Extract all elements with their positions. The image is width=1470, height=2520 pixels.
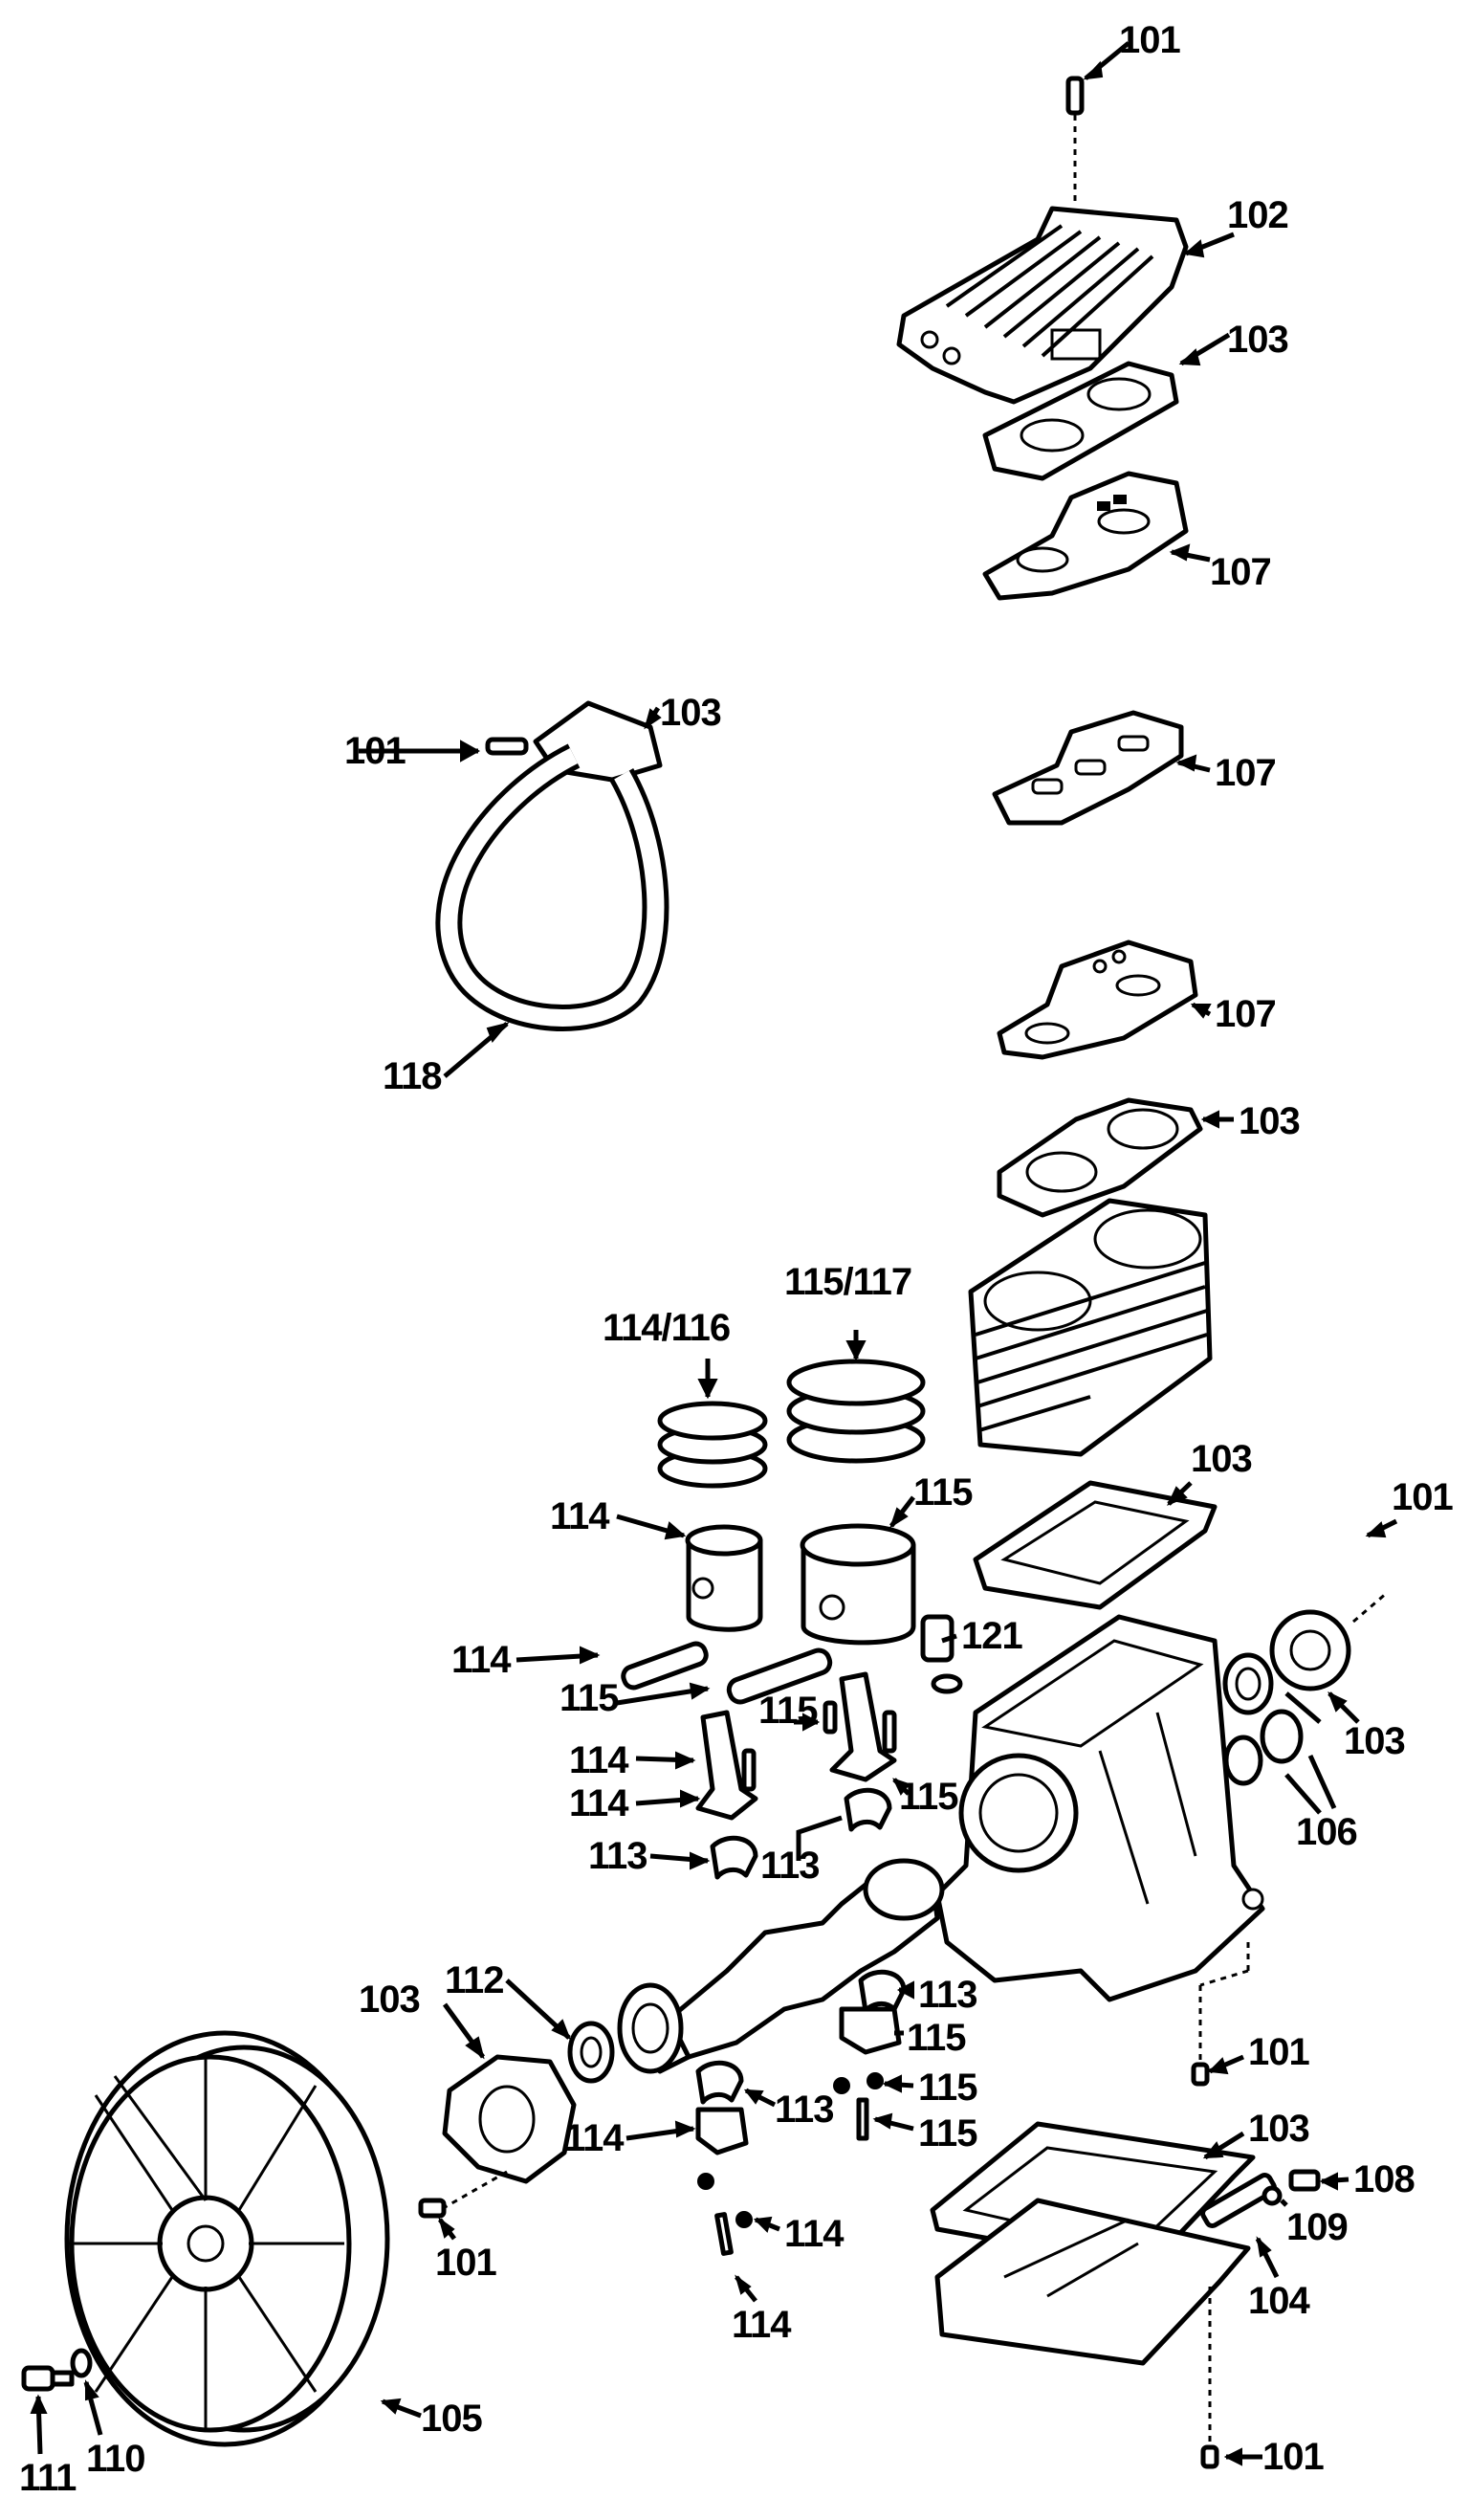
callout-103: 103 <box>1248 2108 1310 2150</box>
callout-114-116: 114/116 <box>603 1307 731 1349</box>
callout-115: 115 <box>918 2067 978 2109</box>
bottom-plate <box>934 2198 1251 2444</box>
callout-114: 114 <box>732 2304 792 2346</box>
leader-lines <box>30 41 1398 2466</box>
callout-108: 108 <box>1353 2158 1415 2200</box>
callout-118: 118 <box>383 1055 443 1097</box>
callout-105: 105 <box>421 2398 483 2440</box>
callout-102: 102 <box>1227 194 1289 236</box>
gasket-103-cylinder-base <box>973 1480 1218 1610</box>
seals-106 <box>1223 1709 1304 1786</box>
wrist-pin-115 <box>726 1647 833 1705</box>
valve-plate-107-b <box>992 710 1184 826</box>
callout-114: 114 <box>564 2117 625 2159</box>
connecting-rod-114 <box>695 1710 758 1821</box>
callout-101: 101 <box>1262 2436 1325 2478</box>
bearing-cover-103-right <box>1269 1591 1388 1691</box>
drain-valve-104 <box>1200 2173 1277 2228</box>
screw-101-crankcase <box>1191 1942 1250 2087</box>
callout-101: 101 <box>1248 2031 1310 2073</box>
wrist-pin-114 <box>621 1641 709 1691</box>
callout-113: 113 <box>588 1835 648 1877</box>
bearing-shell-113-b <box>844 1787 892 1832</box>
callout-101: 101 <box>435 2242 497 2284</box>
callout-112: 112 <box>445 1959 505 2001</box>
callout-110: 110 <box>86 2438 146 2480</box>
valve-plate-107-c <box>997 939 1198 1060</box>
callout-115: 115 <box>918 2112 978 2155</box>
callout-114: 114 <box>784 2213 845 2255</box>
callout-114: 114 <box>569 1782 629 1824</box>
callout-107: 107 <box>1215 752 1277 794</box>
piston-115 <box>800 1523 916 1646</box>
callout-109: 109 <box>1286 2206 1349 2248</box>
washer-110 <box>70 2348 93 2378</box>
callout-107: 107 <box>1215 993 1277 1035</box>
callout-113: 113 <box>760 1845 821 1887</box>
callout-101: 101 <box>1392 1476 1454 1518</box>
callout-103: 103 <box>1239 1100 1301 1142</box>
piston-114 <box>685 1524 763 1632</box>
flywheel-105 <box>64 2030 390 2447</box>
callout-107: 107 <box>1210 551 1272 593</box>
bearing-shell-113-a <box>710 1835 758 1880</box>
callout-111: 111 <box>19 2457 77 2499</box>
callout-121: 121 <box>961 1615 1023 1657</box>
callout-115: 115 <box>913 1471 974 1514</box>
bearing-shell-113-c <box>858 1969 907 2014</box>
screw-101-top <box>1065 76 1085 206</box>
callout-101: 101 <box>1119 19 1181 61</box>
callout-103: 103 <box>660 692 722 734</box>
gasket-103-head <box>982 361 1179 481</box>
washer-109 <box>1262 2185 1283 2206</box>
breather-121 <box>920 1614 963 1694</box>
screw-101-bottom <box>1200 2444 1219 2469</box>
callout-114: 114 <box>451 1639 512 1681</box>
callout-103: 103 <box>359 1978 421 2021</box>
callout-114: 114 <box>569 1739 629 1781</box>
cylinder-block <box>968 1198 1213 1457</box>
seal-112 <box>567 2021 615 2084</box>
bolt-111 <box>21 2365 75 2392</box>
rod-cap-115 <box>833 2006 902 2141</box>
callout-103: 103 <box>1227 319 1289 361</box>
bearing-cover-103-left <box>418 2054 577 2219</box>
piston-rings-114-116 <box>657 1401 768 1489</box>
callout-114: 114 <box>550 1495 610 1537</box>
callout-115: 115 <box>559 1677 620 1719</box>
callout-115: 115 <box>758 1690 819 1732</box>
callout-101: 101 <box>344 730 406 772</box>
bolt-108 <box>1288 2169 1321 2192</box>
gasket-103-cylinder-top <box>997 1097 1203 1218</box>
connecting-rod-115 <box>823 1671 897 1782</box>
callout-113: 113 <box>918 1974 978 2016</box>
callout-106: 106 <box>1296 1811 1358 1853</box>
callout-115: 115 <box>899 1776 959 1818</box>
callout-113: 113 <box>775 2089 835 2131</box>
air-hose-118 <box>435 700 669 1031</box>
bearing-shell-113-d <box>695 2060 744 2105</box>
valve-plate-107-a <box>982 471 1189 601</box>
cylinder-head-102 <box>896 206 1189 405</box>
crankcase <box>934 1614 1265 2002</box>
callout-103: 103 <box>1191 1438 1253 1480</box>
rod-cap-114 <box>695 2107 753 2256</box>
bearing-left <box>617 1982 684 2074</box>
callout-115: 115 <box>907 2017 967 2059</box>
callout-104: 104 <box>1248 2280 1310 2322</box>
callout-115-117: 115/117 <box>784 1261 912 1303</box>
bearing-right <box>1222 1652 1274 1715</box>
piston-rings-115-117 <box>786 1359 926 1464</box>
callout-103: 103 <box>1344 1720 1406 1762</box>
